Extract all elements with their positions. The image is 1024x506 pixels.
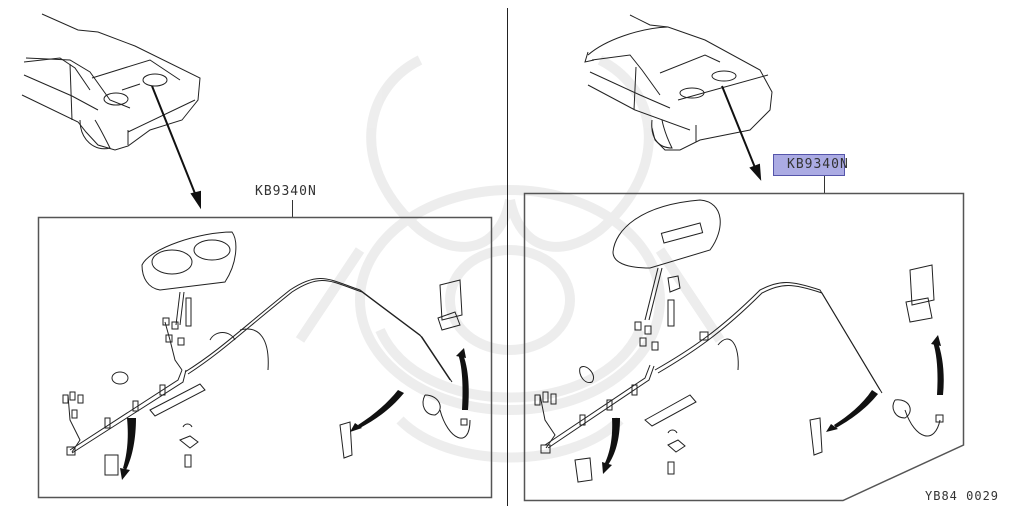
left-car-outline [21, 13, 201, 151]
left-kit-parts [62, 231, 471, 476]
left-kit-arrows [120, 348, 469, 480]
left-arrow [151, 85, 201, 210]
left-kit-frame [37, 216, 493, 499]
right-part-number-label: KB9340N [787, 157, 849, 172]
right-kit-frame [523, 192, 965, 502]
search-highlight [773, 154, 845, 176]
right-car-outline [584, 14, 773, 151]
right-arrow [721, 85, 762, 181]
figure-code: YB84 0029 [925, 489, 1000, 503]
left-part-number-label: KB9340N [255, 184, 317, 199]
right-kit-arrows [602, 335, 944, 474]
right-kit-parts [534, 199, 944, 483]
watermark-emblem [295, 55, 725, 463]
